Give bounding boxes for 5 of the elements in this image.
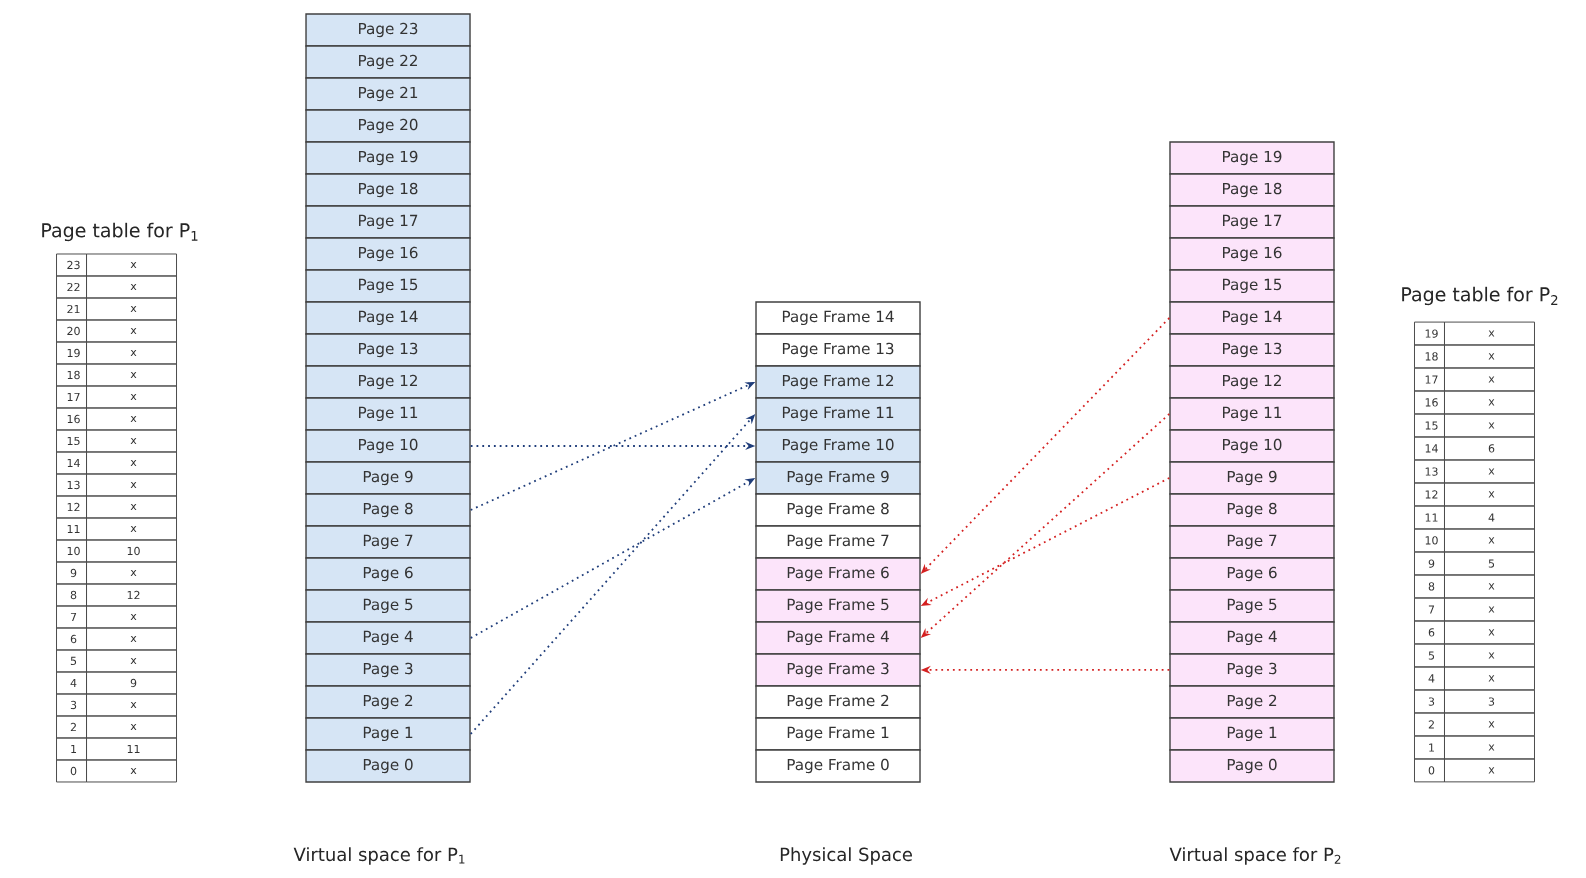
table-title: Page table for P$_{2}$	[1402, 286, 1558, 306]
column-caption: Virtual space for P$_{2}$	[1169, 847, 1341, 865]
column-caption: Physical Space	[780, 847, 912, 865]
column-caption: Virtual space for P$_{1}$	[293, 847, 465, 865]
table-title: Page table for P$_{1}$	[42, 222, 198, 242]
